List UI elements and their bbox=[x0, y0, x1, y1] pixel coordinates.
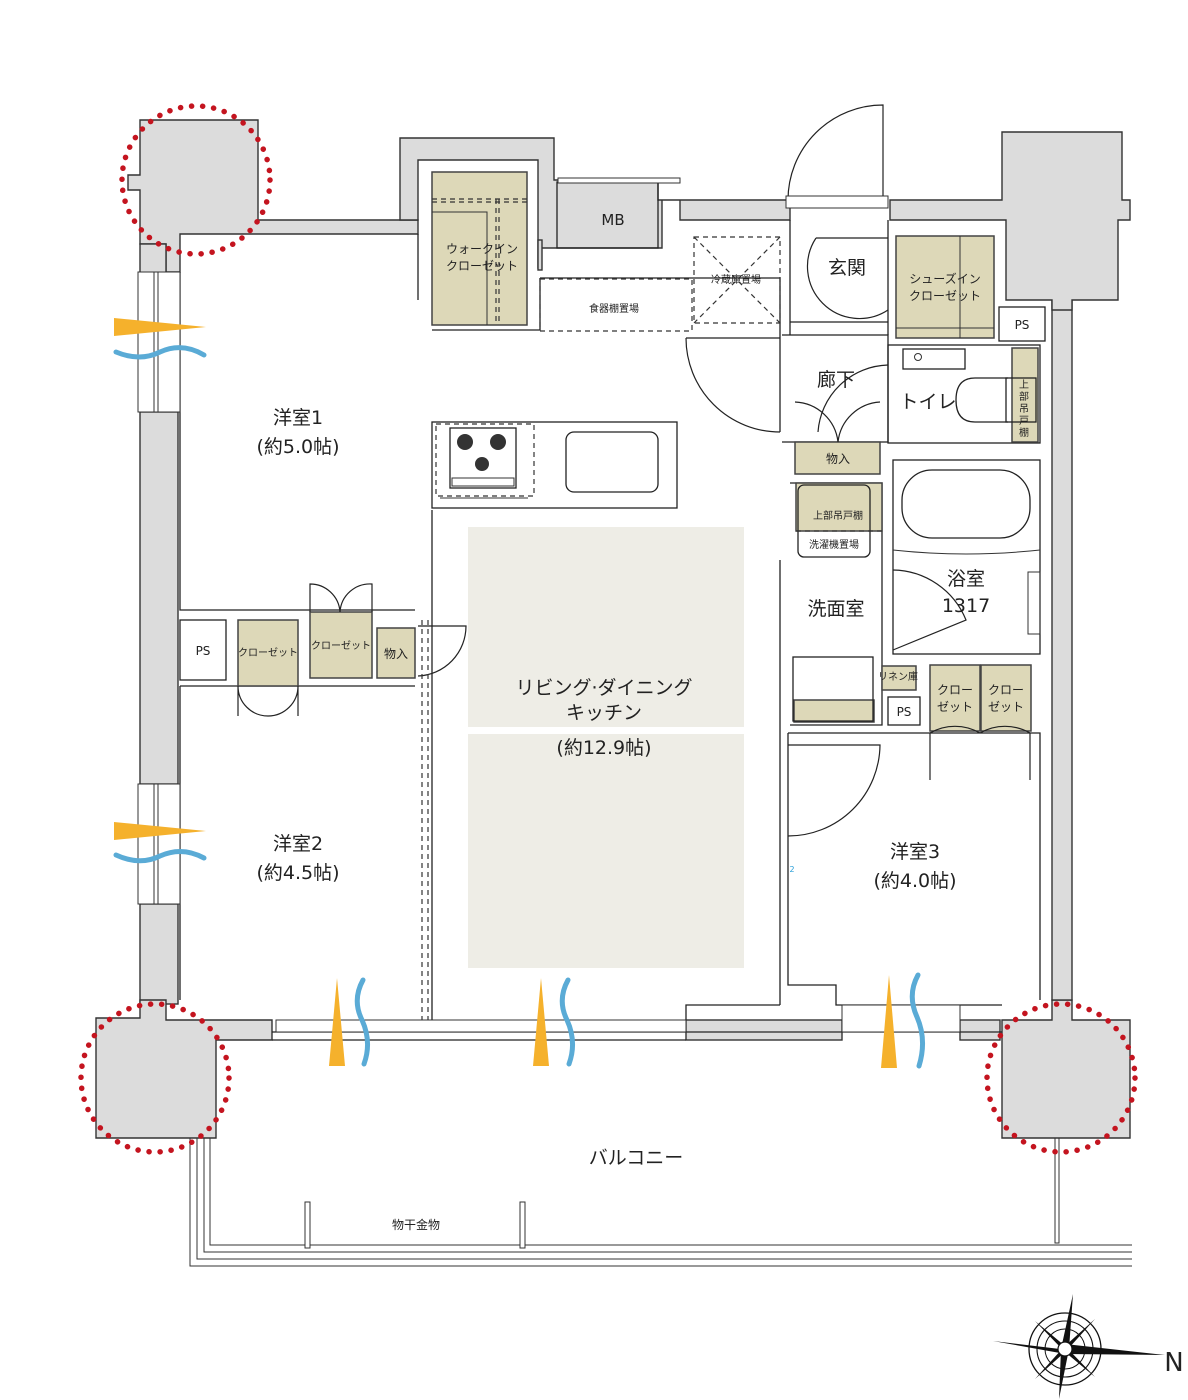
room-entrance: 玄関 bbox=[828, 257, 866, 279]
ldk-floor-upper bbox=[468, 527, 744, 727]
wind-icon bbox=[113, 345, 207, 360]
ldk-floor-lower bbox=[468, 734, 744, 968]
room-western1-size: (約5.0帖) bbox=[256, 436, 339, 458]
closets bbox=[237, 171, 1039, 732]
shoes-closet-line2: クローゼット bbox=[909, 289, 981, 303]
room-bathroom-name: 浴室 bbox=[947, 568, 985, 590]
balcony-railing bbox=[189, 1137, 1132, 1267]
toilet-cabinet-char-1: 上 bbox=[1019, 379, 1029, 391]
sunlight-icon bbox=[533, 978, 549, 1066]
room-western2-size: (約4.5帖) bbox=[256, 862, 339, 884]
ps-label-entrance: PS bbox=[1015, 318, 1030, 332]
room-ldk-line2: キッチン bbox=[566, 702, 642, 724]
closet-room3-a-line1: クロー bbox=[937, 683, 973, 697]
wind-icon bbox=[559, 977, 575, 1067]
walk-in-closet-line1: ウォークイン bbox=[446, 242, 518, 256]
room-western3-name: 洋室3 bbox=[890, 841, 940, 863]
linen-storage: リネン庫 bbox=[878, 670, 918, 683]
room-washroom: 洗面室 bbox=[807, 598, 864, 620]
mb-label: MB bbox=[601, 211, 624, 229]
closet-room3-a-line2: ゼット bbox=[937, 700, 973, 714]
sunlight-indicators bbox=[114, 318, 897, 1068]
sunlight-icon bbox=[114, 822, 206, 840]
closet-room3-b-line1: クロー bbox=[988, 683, 1024, 697]
room-ldk-line1: リビング·ダイニング bbox=[515, 677, 692, 699]
room-hallway: 廊下 bbox=[817, 369, 855, 391]
storage-hallway: 物入 bbox=[826, 452, 850, 466]
room-toilet: トイレ bbox=[899, 391, 956, 413]
closet-room1: クローゼット bbox=[311, 640, 371, 652]
labels: 洋室1 (約5.0帖) 洋室2 (約4.5帖) 洋室3 (約4.0帖) リビング… bbox=[196, 211, 1184, 1378]
column-marker bbox=[78, 1001, 232, 1155]
ps-label-room: PS bbox=[196, 644, 211, 658]
walls bbox=[95, 119, 1131, 1139]
toilet-cabinet-char-3: 吊 bbox=[1019, 403, 1029, 415]
sunlight-icon bbox=[329, 978, 345, 1066]
marker-2: 2 bbox=[789, 865, 794, 874]
room-western3-size: (約4.0帖) bbox=[873, 870, 956, 892]
ventilation-indicators bbox=[113, 345, 925, 1069]
room-ldk-size: (約12.9帖) bbox=[556, 737, 651, 759]
room-western1-name: 洋室1 bbox=[273, 407, 323, 429]
closet-room3-b-line2: ゼット bbox=[988, 700, 1024, 714]
washer-space-label: 洗濯機置場 bbox=[809, 538, 859, 551]
toilet-cabinet-char-5: 棚 bbox=[1019, 426, 1029, 439]
shoes-closet-line1: シューズイン bbox=[909, 271, 980, 286]
storage-room1: 物入 bbox=[384, 647, 408, 661]
column-marker bbox=[119, 103, 273, 257]
column-marker bbox=[984, 1001, 1138, 1155]
wind-icon bbox=[113, 849, 207, 864]
room-western2-name: 洋室2 bbox=[273, 833, 323, 855]
clothes-hanger-label: 物干金物 bbox=[392, 1217, 440, 1232]
fridge-space-label: 冷蔵庫置場 bbox=[711, 273, 761, 286]
room-bathroom-size: 1317 bbox=[942, 595, 990, 617]
upper-cabinet-washroom: 上部吊戸棚 bbox=[813, 509, 863, 522]
toilet-cabinet-char-2: 部 bbox=[1019, 390, 1029, 403]
closet-room2: クローゼット bbox=[238, 647, 298, 659]
cupboard-space-label: 食器棚置場 bbox=[589, 302, 639, 315]
compass-north-label: N bbox=[1164, 1348, 1183, 1378]
toilet-cabinet-char-4: 戸 bbox=[1019, 415, 1029, 427]
walk-in-closet-line2: クローゼット bbox=[446, 259, 518, 273]
room-balcony: バルコニー bbox=[589, 1147, 684, 1169]
compass-icon bbox=[993, 1294, 1165, 1399]
doors bbox=[237, 104, 1031, 1030]
wind-icon bbox=[909, 972, 925, 1069]
wind-icon bbox=[354, 977, 370, 1067]
sunlight-icon bbox=[114, 318, 206, 336]
column-markers bbox=[78, 103, 1138, 1155]
windows bbox=[137, 177, 961, 1033]
ps-label-washroom: PS bbox=[897, 705, 912, 719]
fixtures bbox=[179, 179, 1046, 726]
sunlight-icon bbox=[881, 975, 897, 1068]
